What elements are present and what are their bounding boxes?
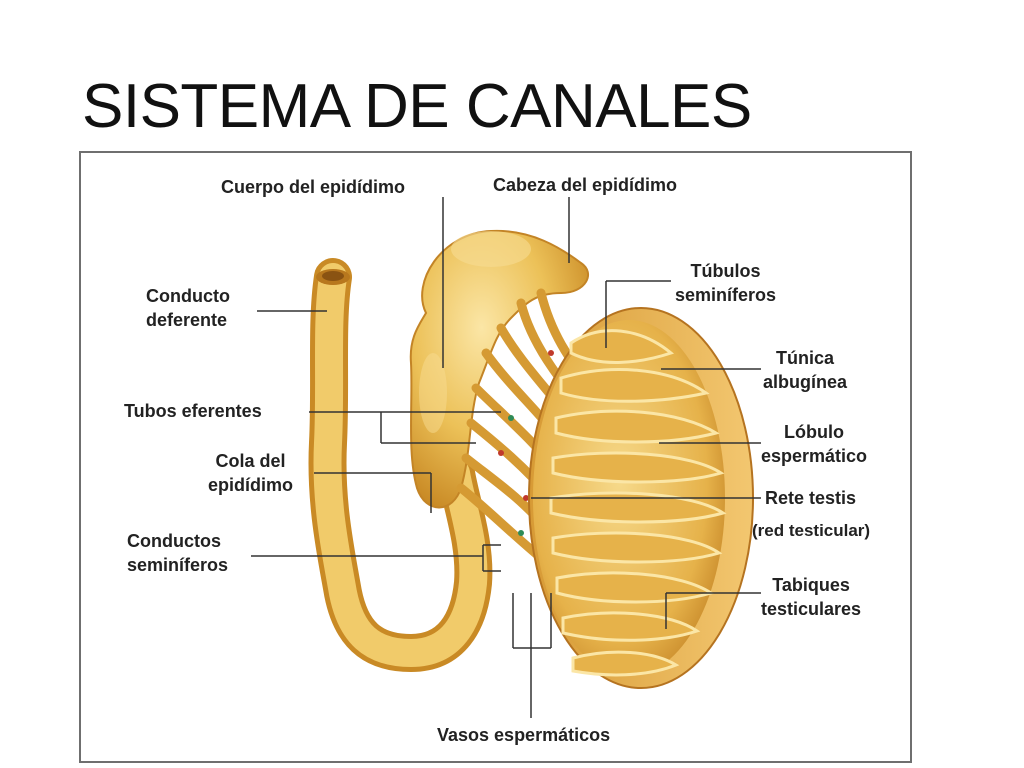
vas-deferens-shape [308,258,493,673]
leader-lines [251,197,761,718]
label-cola-epididimo: Cola del epidídimo [208,451,293,495]
label-rete-testis: Rete testis [765,488,857,508]
anatomy-figure: Cuerpo del epidídimo Cabeza del epidídim… [79,151,912,763]
label-conducto-deferente: Conducto deferente [146,286,230,330]
label-lobulo-espermatico: Lóbulo espermático [761,422,868,466]
label-vasos-espermaticos: Vasos espermáticos [437,725,611,745]
slide-title: SISTEMA DE CANALES [82,72,752,141]
epididymis-shape [409,229,590,509]
label-tubulos-seminiferos: Túbulos seminíferos [675,261,777,305]
label-tubos-eferentes: Tubos eferentes [124,401,262,421]
label-cuerpo-epididimo: Cuerpo del epidídimo [221,177,406,197]
label-tunica-albuginea: Túnica albugínea [763,348,848,392]
label-conductos-seminiferos: Conductos seminíferos [127,531,229,575]
testis-illustration [251,197,761,718]
label-red-testicular: (red testicular) [752,521,871,540]
label-cabeza-epididimo: Cabeza del epidídimo [493,175,678,195]
label-tabiques-testiculares: Tabiques testiculares [761,575,862,619]
